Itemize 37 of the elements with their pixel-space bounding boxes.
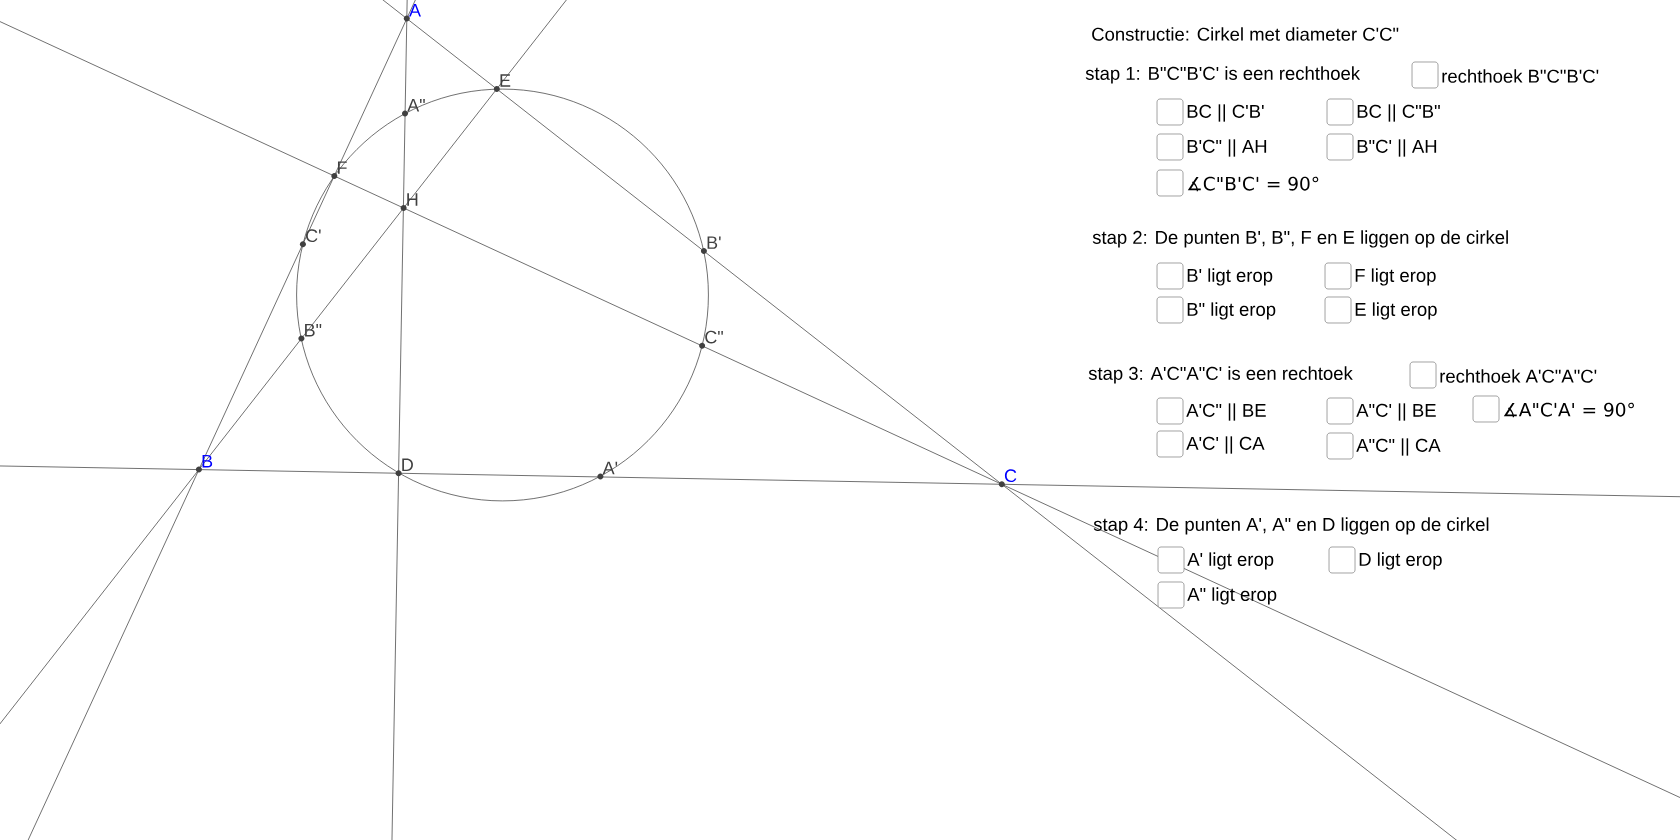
checkbox: B'C" || AH <box>1156 133 1267 161</box>
step-heading: stap 1: B"C"B'C' is een rechthoek <box>1085 66 1361 84</box>
point-label: A' <box>602 461 618 475</box>
checkbox: D ligt erop <box>1328 546 1442 574</box>
point-label: C <box>1004 469 1017 483</box>
point-label: C" <box>705 330 723 344</box>
checkbox: B" ligt erop <box>1156 296 1276 324</box>
point-label: E <box>500 74 511 87</box>
checkbox: B' ligt erop <box>1156 262 1273 290</box>
checkbox: rechthoek B"C"B'C' <box>1411 61 1599 89</box>
checkbox: BC || C'B' <box>1156 98 1264 126</box>
step-heading: stap 3: A'C"A"C' is een rechtoek <box>1088 366 1353 384</box>
point-label: A" <box>407 99 425 112</box>
checkbox: A"C" || CA <box>1326 432 1441 460</box>
point-label: B <box>202 455 213 468</box>
checkbox: rechthoek A'C"A"C' <box>1409 361 1597 389</box>
checkbox: E ligt erop <box>1324 296 1437 324</box>
checkbox: A'C" || BE <box>1156 397 1266 425</box>
point-label: D <box>402 458 413 471</box>
checkbox: A' ligt erop <box>1157 546 1274 574</box>
point-label: B" <box>305 324 322 337</box>
point-label: F <box>338 161 347 174</box>
point-label: A <box>409 4 421 17</box>
point-label: B' <box>707 236 721 249</box>
title: Constructie: Cirkel met diameter C'C" <box>1092 27 1399 41</box>
checkbox: BC || C"B" <box>1326 98 1440 126</box>
checkbox: A'C' || CA <box>1156 430 1265 458</box>
point-label: H <box>407 193 418 206</box>
step-heading: stap 4: De punten A', A" en D liggen op de cirkel <box>1093 517 1489 535</box>
checkbox: F ligt erop <box>1324 262 1436 290</box>
checkbox: B"C' || AH <box>1326 133 1437 161</box>
checkbox: A" ligt erop <box>1157 581 1277 609</box>
checkbox: ∡A"C'A' = 90° <box>1472 395 1634 423</box>
step-heading: stap 2: De punten B', B", F en E liggen op de cirkel <box>1092 230 1508 248</box>
point-label: C' <box>306 229 321 243</box>
checkbox: ∡C"B'C' = 90° <box>1156 169 1319 197</box>
checkbox: A"C' || BE <box>1326 397 1436 425</box>
